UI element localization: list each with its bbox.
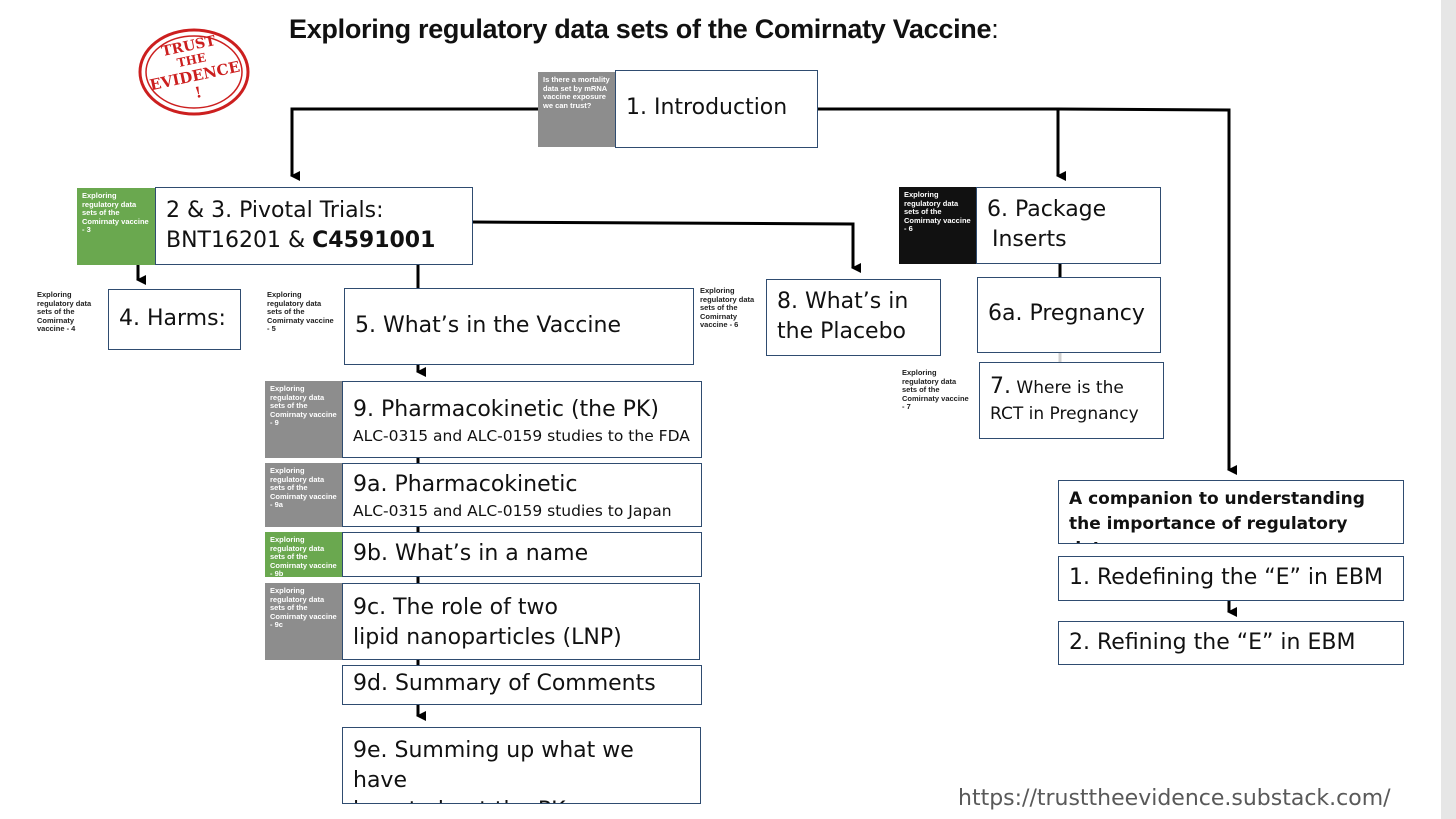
- node-pk-fda[interactable]: 9. Pharmacokinetic (the PK) ALC-0315 and…: [342, 381, 702, 458]
- thumbnail-vaccine-contents: Exploring regulatory data sets of the Co…: [262, 287, 340, 361]
- thumbnail-placebo: Exploring regulatory data sets of the Co…: [695, 283, 767, 357]
- thumbnail-lnp: Exploring regulatory data sets of the Co…: [265, 583, 342, 660]
- node-pivotal-trials[interactable]: 2 & 3. Pivotal Trials: BNT16201 & C45910…: [155, 187, 473, 265]
- node-name[interactable]: 9b. What’s in a name: [342, 532, 702, 577]
- thumbnail-introduction: Is there a mortality data set by mRNA va…: [538, 72, 615, 147]
- node-pk-japan[interactable]: 9a. Pharmacokinetic ALC-0315 and ALC-015…: [342, 463, 702, 527]
- source-url[interactable]: https://trusttheevidence.substack.com/: [958, 786, 1391, 811]
- node-summing-up[interactable]: 9e. Summing up what we have learnt about…: [342, 727, 701, 804]
- page-edge: [1441, 0, 1456, 819]
- svg-text:!: !: [193, 83, 203, 102]
- trust-the-evidence-logo: TRUST THE EVIDENCE !: [138, 28, 250, 116]
- thumbnail-rct-pregnancy: Exploring regulatory data sets of the Co…: [897, 365, 975, 439]
- node-rct-pregnancy[interactable]: 7. Where is the RCT in Pregnancy: [979, 362, 1164, 439]
- node-pregnancy[interactable]: 6a. Pregnancy: [977, 277, 1161, 353]
- thumbnail-pk-japan: Exploring regulatory data sets of the Co…: [265, 463, 342, 527]
- node-introduction[interactable]: 1. Introduction: [615, 70, 818, 148]
- thumbnail-pivotal-trials: Exploring regulatory data sets of the Co…: [77, 188, 155, 265]
- node-vaccine-contents[interactable]: 5. What’s in the Vaccine: [344, 288, 694, 365]
- node-lnp[interactable]: 9c. The role of two lipid nanoparticles …: [342, 583, 700, 660]
- thumbnail-harms: Exploring regulatory data sets of the Co…: [32, 287, 106, 361]
- page-title: Exploring regulatory data sets of the Co…: [289, 14, 999, 44]
- thumbnail-package-inserts: Exploring regulatory data sets of the Co…: [899, 187, 976, 264]
- svg-text:THE: THE: [176, 50, 208, 70]
- companion-redefining[interactable]: 1. Redefining the “E” in EBM: [1058, 556, 1404, 601]
- companion-refining[interactable]: 2. Refining the “E” in EBM: [1058, 621, 1404, 665]
- node-package-inserts[interactable]: 6. Package Inserts: [976, 187, 1161, 264]
- thumbnail-pk-fda: Exploring regulatory data sets of the Co…: [265, 381, 342, 458]
- node-summary-comments[interactable]: 9d. Summary of Comments: [342, 665, 702, 705]
- node-harms[interactable]: 4. Harms:: [108, 289, 241, 350]
- thumbnail-name: Exploring regulatory data sets of the Co…: [265, 532, 342, 577]
- node-placebo[interactable]: 8. What’s in the Placebo: [766, 279, 941, 356]
- companion-header: A companion to understanding the importa…: [1058, 480, 1404, 544]
